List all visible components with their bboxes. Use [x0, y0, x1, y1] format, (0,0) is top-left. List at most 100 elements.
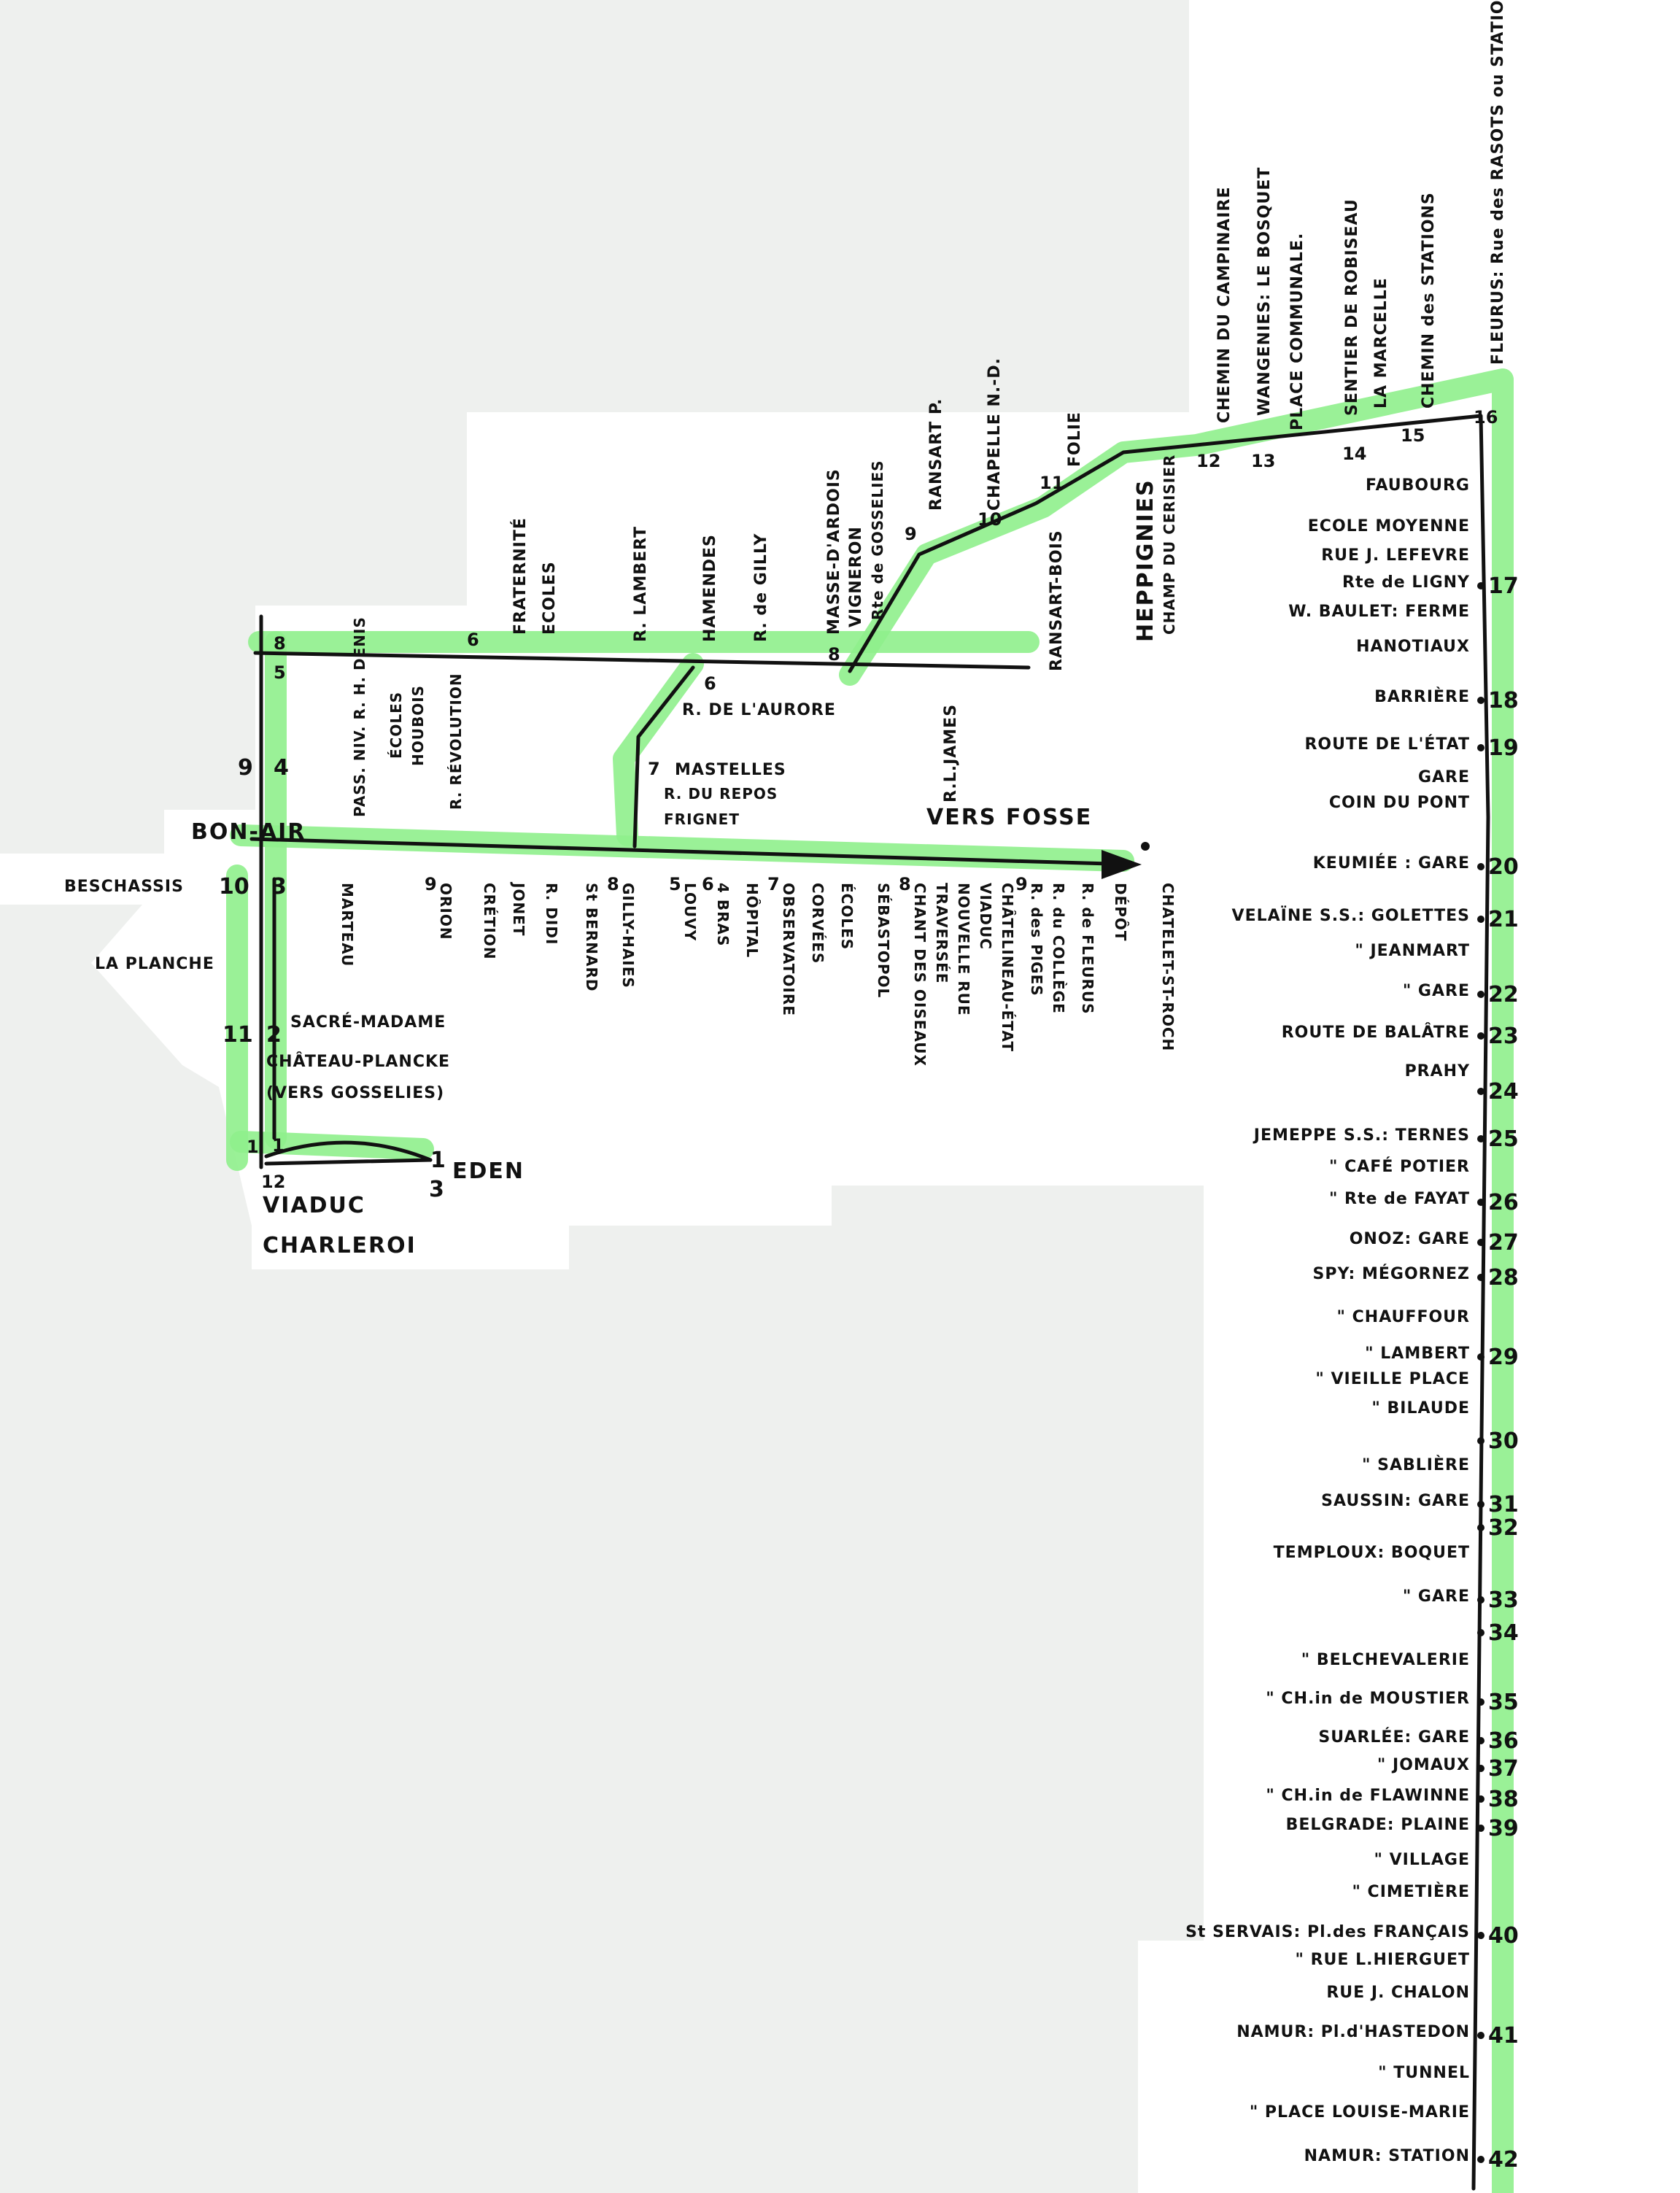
main-stop-dot: [1477, 863, 1484, 870]
num-6-aurore: 6: [704, 673, 716, 694]
main-stop-number: 20: [1488, 854, 1519, 880]
stop-heppignies: HEPPIGNIES: [1133, 479, 1158, 642]
stop-r-gilly: R. de GILLY: [752, 533, 770, 642]
main-stop-label: RUE J. LEFEVRE: [1321, 546, 1470, 565]
stop-hamendes: HAMENDES: [701, 534, 719, 642]
lower-stop-label: MARTEAU: [338, 883, 356, 967]
main-stop-dot: [1477, 1239, 1484, 1246]
main-stop-number: 40: [1488, 1923, 1519, 1949]
main-stop-label: ONOZ: GARE: [1350, 1230, 1470, 1248]
main-stop-number: 42: [1488, 2147, 1519, 2173]
upper-branch: 8 5 6 FRATERNITÉ ECOLES R. LAMBERT HAMEN…: [274, 517, 1092, 830]
arrow-end: [1141, 842, 1150, 851]
stop-fleurus: FLEURUS: Rue des RASOTS ou STATION.: [1489, 0, 1507, 365]
main-stop-label: " Rte de FAYAT: [1329, 1190, 1470, 1208]
num-12-left: 12: [261, 1172, 285, 1192]
num-13: 13: [1251, 451, 1275, 471]
stop-rl-james: R.L.JAMES: [942, 704, 960, 802]
main-stop-label: " JEANMART: [1355, 942, 1470, 960]
main-stop-dot: [1477, 1088, 1484, 1095]
num-8-top: 8: [828, 644, 840, 665]
stop-sacre-madame: SACRÉ-MADAME: [290, 1013, 446, 1032]
main-stop-dot: [1477, 991, 1484, 998]
num-10-beschassis: 10: [219, 874, 249, 900]
num-9-left: 9: [238, 755, 253, 781]
main-stop-number: 39: [1488, 1816, 1519, 1841]
stop-vigneron: VIGNERON: [847, 526, 865, 627]
main-stop-dot: [1477, 1629, 1484, 1636]
stop-ecoles-upper: ECOLES: [541, 561, 559, 635]
main-stop-label: " RUE L.HIERGUET: [1295, 1951, 1470, 1969]
num-8-upper: 8: [274, 633, 286, 654]
lower-stop-label: ÉCOLES: [838, 883, 856, 950]
lower-stop-label: R. des PIGES: [1028, 883, 1045, 997]
main-stop-dot: [1477, 1737, 1484, 1744]
lower-stop-label: JONET: [510, 881, 527, 937]
num-4-left: 4: [274, 755, 289, 781]
main-stop-label: " CHAUFFOUR: [1337, 1308, 1470, 1326]
main-stop-dot: [1477, 1274, 1484, 1281]
main-stop-dot: [1477, 1437, 1484, 1444]
vers-fosse: VERS FOSSE: [926, 805, 1092, 830]
stop-la-marcelle: LA MARCELLE: [1372, 277, 1390, 409]
main-stop-label: " BELCHEVALERIE: [1301, 1651, 1470, 1669]
stop-champ-cerisier: CHAMP DU CERISIER: [1161, 455, 1178, 635]
main-stop-number: 22: [1488, 982, 1519, 1007]
main-stop-dot: [1477, 1932, 1484, 1939]
main-stop-dot: [1477, 1135, 1484, 1142]
main-stop-label: SPY: MÉGORNEZ: [1313, 1264, 1470, 1283]
main-stop-number: 17: [1488, 573, 1519, 599]
num-15: 15: [1401, 425, 1425, 446]
num-5-upper: 5: [274, 662, 286, 683]
main-stop-label: KEUMIÉE : GARE: [1313, 854, 1470, 873]
num-6-upper: 6: [467, 630, 479, 650]
lower-stop-label: CORVÉES: [809, 883, 827, 964]
main-stop-number: 25: [1488, 1126, 1519, 1152]
main-stop-number: 33: [1488, 1587, 1519, 1613]
line-upper: [253, 651, 1031, 670]
main-stop-number: 41: [1488, 2023, 1519, 2049]
top-stops: CHEMIN DU CAMPINAIRE WANGENIES: LE BOSQU…: [825, 0, 1507, 665]
main-stop-dot: [1477, 744, 1484, 751]
lower-stop-label: LOUVY: [681, 883, 699, 941]
stop-chapelle: CHAPELLE N.-D.: [986, 357, 1004, 511]
stop-revolution: R. RÉVOLUTION: [447, 673, 465, 810]
main-stop-label: " BILAUDE: [1371, 1399, 1470, 1417]
main-stop-label: " TUNNEL: [1378, 2064, 1470, 2082]
stop-vers-gosselies: (VERS GOSSELIES): [266, 1084, 444, 1102]
num-1-b: 1: [272, 1135, 284, 1156]
arrow-head: [1102, 850, 1142, 879]
main-stop-label: PRAHY: [1405, 1062, 1471, 1080]
main-stop-label: BARRIÈRE: [1374, 687, 1470, 706]
main-stop-dot: [1477, 2156, 1484, 2163]
num-12: 12: [1196, 451, 1220, 471]
main-stop-dot: [1477, 916, 1484, 923]
main-stop-number: 24: [1488, 1079, 1519, 1105]
line-top: [848, 414, 1490, 2191]
lower-stop-label: OBSERVATOIRE: [780, 883, 797, 1016]
stop-r-aurore: R. DE L'AURORE: [682, 701, 836, 719]
main-stop-label: " VIEILLE PLACE: [1315, 1370, 1470, 1388]
main-stop-dot: [1477, 2032, 1484, 2039]
main-stop-number: 38: [1488, 1787, 1519, 1812]
lower-stop-label: R. de FLEURUS: [1079, 883, 1096, 1015]
lower-stop-label: NOUVELLE RUE: [955, 883, 972, 1016]
main-stop-number: 19: [1488, 735, 1519, 761]
stop-bon-air: BON-AIR: [191, 819, 306, 845]
main-stop-number: 26: [1488, 1190, 1519, 1215]
lower-stop-label: TRAVERSÉE: [933, 883, 951, 983]
main-stop-label: GARE: [1418, 768, 1470, 786]
line-main: [249, 837, 1137, 867]
main-stop-dot: [1477, 582, 1484, 589]
stop-eden: EDEN: [452, 1159, 524, 1184]
lower-stop-label: VIADUC: [977, 883, 994, 950]
num-2: 2: [266, 1022, 282, 1048]
main-stop-label: VELAÏNE S.S.: GOLETTES: [1232, 906, 1470, 925]
main-stop-label: ROUTE DE BALÂTRE: [1282, 1023, 1470, 1042]
lower-stop-number: 7: [767, 874, 780, 894]
main-stop-label: " CH.in de FLAWINNE: [1266, 1787, 1470, 1805]
main-stop-number: 32: [1488, 1515, 1519, 1541]
